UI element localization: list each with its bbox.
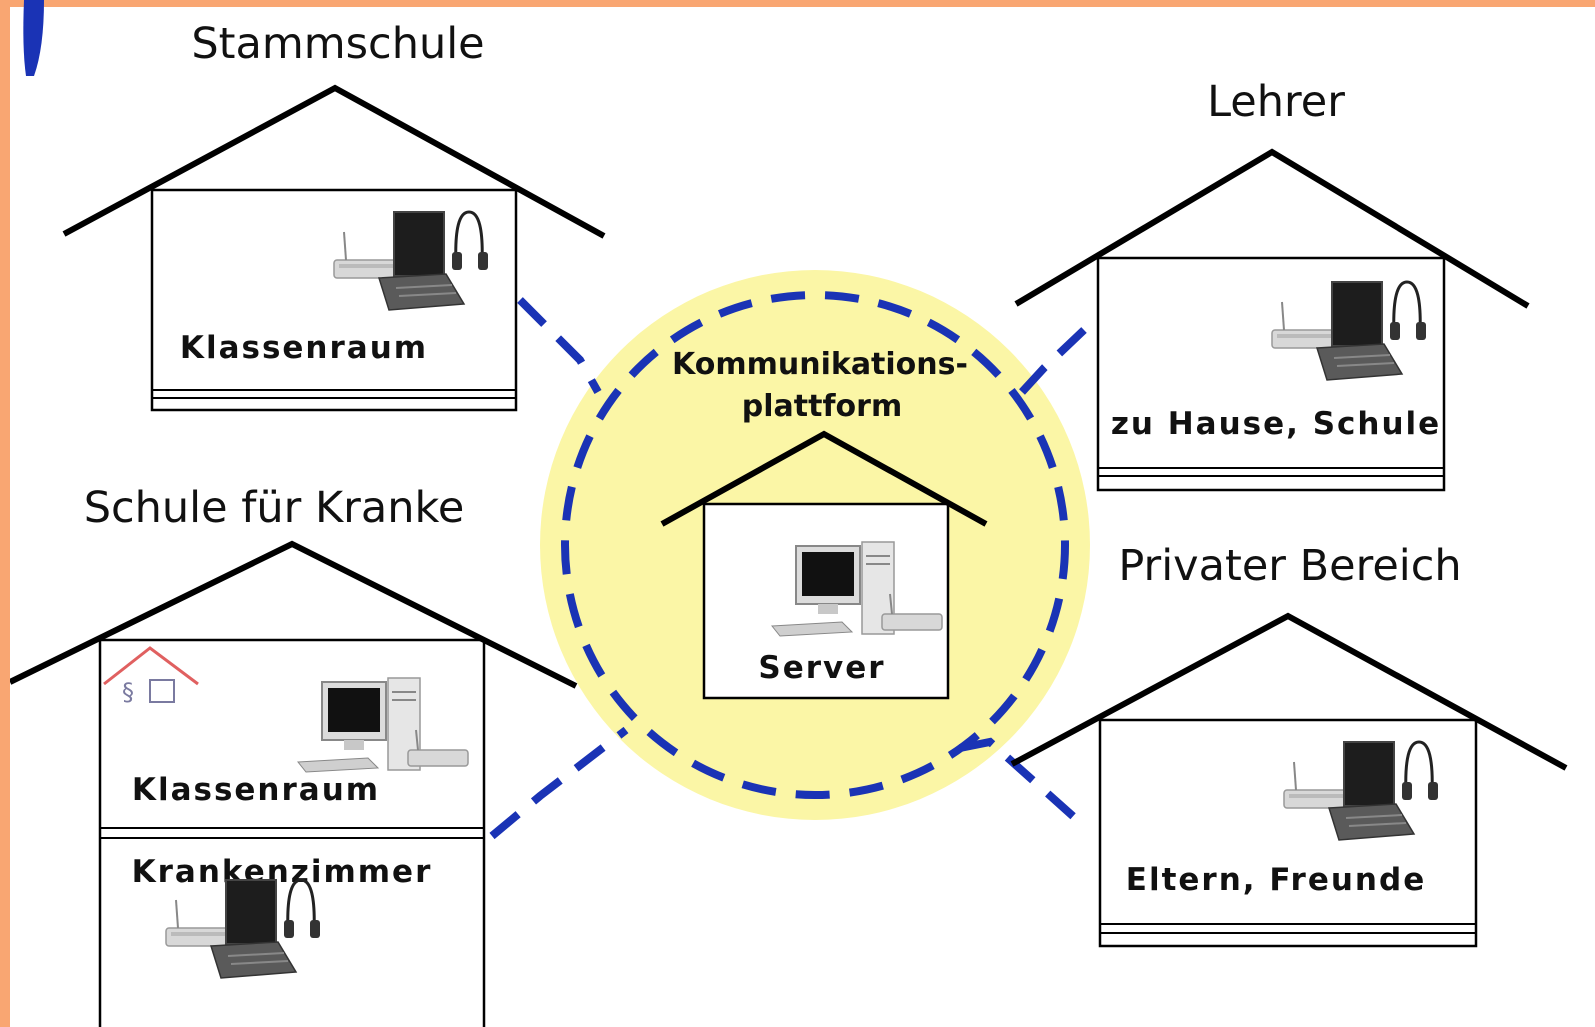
- school-logo-icon: §: [103, 646, 199, 706]
- house-roof: [62, 84, 606, 239]
- connector-privat: [959, 737, 1087, 829]
- room-label: Eltern, Freunde: [1126, 862, 1426, 898]
- connector-stammschule: [517, 297, 602, 394]
- house-krankenschule: Schule für Kranke § Klassenraum Krankenz…: [8, 483, 578, 1027]
- house-lehrer: Lehrer zu Hause, Schule: [1014, 77, 1530, 492]
- house-title: Schule für Kranke: [84, 483, 465, 533]
- connector-krankenschule: [489, 726, 629, 840]
- house-title: Lehrer: [1207, 77, 1345, 127]
- svg-text:§: §: [122, 678, 134, 706]
- room-label: zu Hause, Schule: [1111, 406, 1441, 442]
- connector-lehrer: [1019, 327, 1087, 395]
- house-roof: [1010, 612, 1568, 771]
- house-roof: [660, 430, 988, 527]
- house-stammschule: Stammschule Klassenraum: [62, 19, 606, 412]
- house-wall: [1098, 718, 1478, 948]
- house-privat: Privater Bereich Eltern, Freunde: [1010, 541, 1568, 948]
- room-label: Klassenraum: [180, 330, 428, 366]
- house-roof: [1014, 148, 1530, 309]
- corner-ornament: [23, 0, 44, 76]
- platform-dashed-ring: [561, 291, 1069, 799]
- platform-title-line1: Kommunikations-: [672, 347, 968, 382]
- frame-left: [0, 0, 10, 1027]
- room-label: Klassenraum: [132, 772, 380, 808]
- house-title: Privater Bereich: [1118, 541, 1461, 591]
- house-title: Stammschule: [191, 19, 484, 69]
- house-server: Kommunikations- plattform Server: [660, 347, 988, 700]
- frame-top: [0, 0, 1595, 7]
- room-label: Krankenzimmer: [132, 854, 433, 890]
- platform-title-line2: plattform: [742, 389, 902, 424]
- room-label: Server: [758, 650, 885, 686]
- house-roof: [8, 540, 578, 689]
